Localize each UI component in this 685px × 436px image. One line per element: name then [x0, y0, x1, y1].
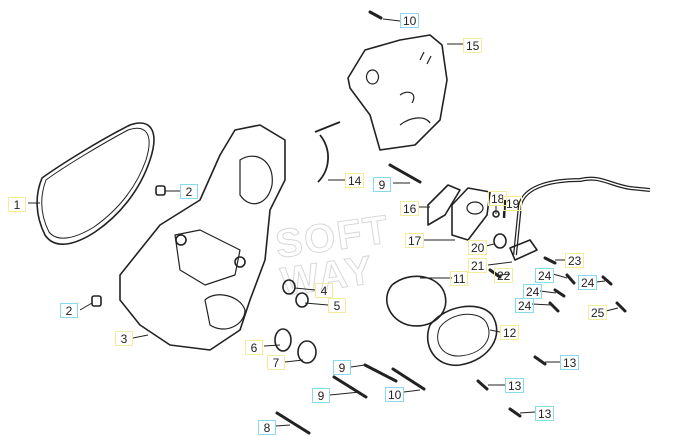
part-cover-12-inner — [437, 313, 490, 357]
part-cover-detail — [174, 155, 273, 330]
part-pump-17 — [451, 187, 491, 241]
callout-14[interactable]: 14 — [345, 173, 365, 188]
callout-19[interactable]: 19 — [503, 196, 523, 211]
part-bolt-24b — [601, 275, 613, 286]
part-bolt-13c — [508, 407, 522, 418]
callout-24[interactable]: 24 — [523, 284, 543, 299]
part-oring-4 — [282, 279, 296, 295]
part-dowel-2b — [91, 295, 102, 307]
part-ring-6 — [274, 328, 292, 352]
callout-3[interactable]: 3 — [115, 331, 133, 346]
part-hose — [513, 176, 651, 256]
part-bolt-8 — [275, 411, 311, 435]
part-bolt-9c — [332, 375, 368, 399]
callout-6[interactable]: 6 — [245, 340, 263, 355]
part-bolts — [275, 10, 627, 435]
part-bolt-9b — [363, 363, 398, 383]
part-pump-bore — [466, 201, 484, 215]
callout-15[interactable]: 15 — [463, 38, 483, 53]
part-gasket-1-inner — [41, 128, 150, 239]
part-bolt-25 — [615, 301, 627, 313]
callout-13[interactable]: 13 — [560, 355, 580, 370]
part-oring-20 — [493, 233, 507, 249]
callout-2[interactable]: 2 — [180, 184, 198, 199]
part-dowel-2a — [155, 185, 166, 196]
part-crankcase-cover-3 — [119, 124, 286, 351]
part-bolt-24a — [565, 273, 576, 285]
part-bolt-10b — [391, 367, 426, 391]
part-bolt-19 — [502, 199, 507, 219]
callout-13[interactable]: 13 — [505, 378, 525, 393]
callout-24[interactable]: 24 — [578, 275, 598, 290]
callout-8[interactable]: 8 — [258, 420, 276, 435]
callout-9[interactable]: 9 — [312, 388, 330, 403]
part-hose-fitting — [509, 239, 538, 261]
part-bolt-24d — [548, 301, 560, 313]
callout-12[interactable]: 12 — [500, 325, 520, 340]
callout-2[interactable]: 2 — [60, 303, 78, 318]
callout-24[interactable]: 24 — [515, 298, 535, 313]
callout-16[interactable]: 16 — [400, 201, 420, 216]
callout-5[interactable]: 5 — [328, 298, 346, 313]
part-shroud-15 — [347, 34, 448, 151]
part-gasket-11 — [386, 275, 447, 327]
callout-20[interactable]: 20 — [468, 240, 488, 255]
part-bolt-9-top — [388, 163, 422, 184]
part-gasket-16 — [427, 184, 461, 226]
callout-10[interactable]: 10 — [400, 13, 420, 28]
part-hose-inner — [514, 177, 651, 256]
callout-1[interactable]: 1 — [8, 197, 26, 212]
callout-11[interactable]: 11 — [450, 271, 469, 286]
leader-lines — [28, 18, 619, 427]
callout-9[interactable]: 9 — [333, 360, 351, 375]
part-seal-5 — [295, 292, 309, 308]
part-cap-7 — [297, 340, 317, 364]
callout-13[interactable]: 13 — [535, 406, 555, 421]
callout-18[interactable]: 18 — [488, 191, 508, 206]
part-bolt-13b — [476, 379, 489, 391]
part-cover-12 — [426, 305, 498, 366]
part-bracket-14 — [314, 121, 341, 183]
callout-25[interactable]: 25 — [588, 305, 608, 320]
callout-4[interactable]: 4 — [315, 283, 333, 298]
callout-17[interactable]: 17 — [405, 233, 425, 248]
callout-21[interactable]: 21 — [468, 258, 488, 273]
callout-7[interactable]: 7 — [267, 355, 285, 370]
callout-9[interactable]: 9 — [373, 177, 391, 192]
part-gasket-1 — [36, 122, 155, 245]
callout-22[interactable]: 22 — [494, 268, 514, 283]
part-bolt-13a — [533, 355, 547, 366]
callout-10[interactable]: 10 — [385, 387, 405, 402]
callout-23[interactable]: 23 — [565, 253, 585, 268]
part-cover-boss — [234, 256, 246, 268]
part-bolt-24c — [553, 288, 566, 298]
part-cover-boss — [175, 234, 187, 246]
callout-24[interactable]: 24 — [535, 268, 555, 283]
part-bolt-10-top — [368, 10, 383, 20]
part-bolt-23 — [543, 256, 557, 265]
part-shroud-detail — [365, 51, 432, 126]
